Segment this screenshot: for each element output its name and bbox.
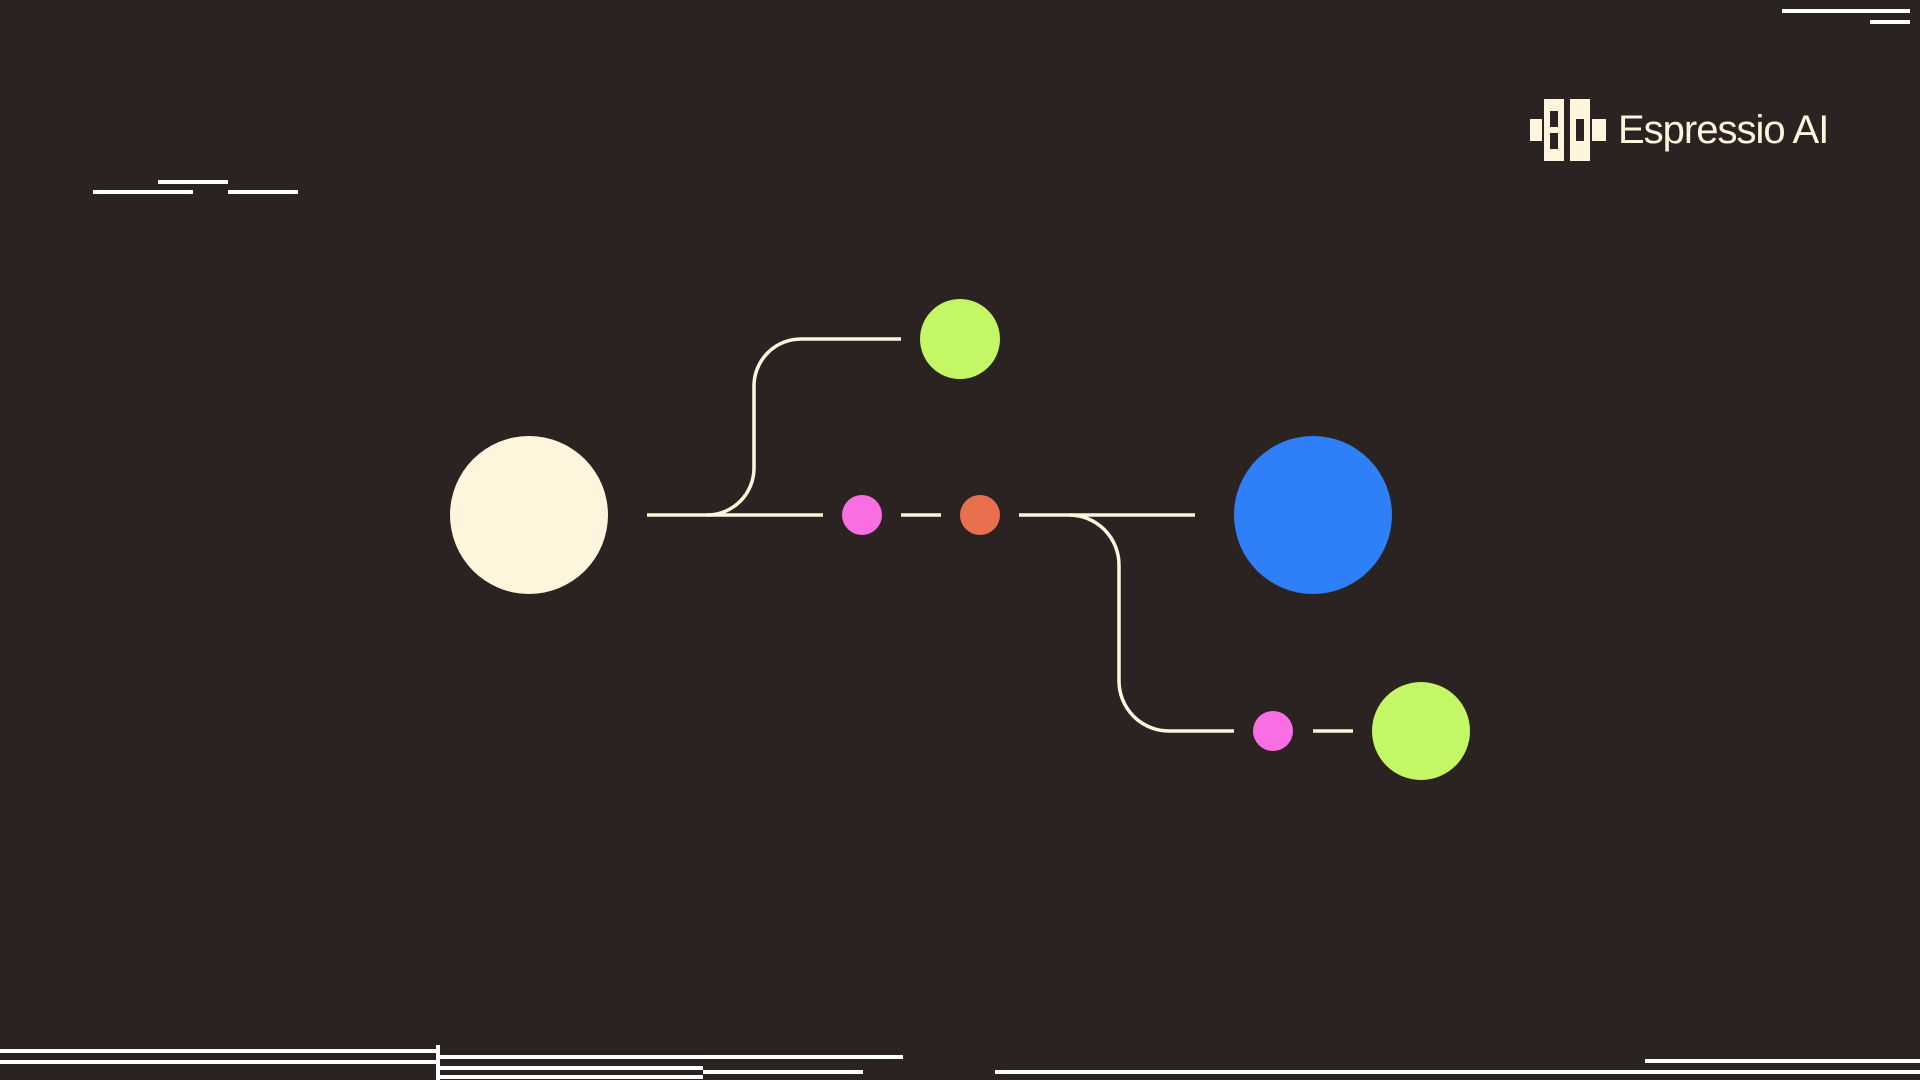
pink-dot-node — [842, 495, 882, 535]
pink-dot-node-lower — [1253, 711, 1293, 751]
edge-orange-to-branch-bottom — [1068, 513, 1234, 733]
branch-bottom-node — [1372, 682, 1470, 780]
source-node — [450, 436, 608, 594]
brand-name: Espressio AI — [1618, 108, 1829, 152]
edge-source-to-branch-top — [706, 337, 901, 517]
orange-dot-node — [960, 495, 1000, 535]
diagram-nodes — [450, 299, 1470, 780]
decorative-lines-top-right — [1782, 9, 1910, 24]
target-node — [1234, 436, 1392, 594]
decorative-lines-top-left — [93, 180, 298, 194]
brand-lockup: Espressio AI — [1530, 98, 1829, 162]
branch-top-node — [920, 299, 1000, 379]
pixel-grid-logo-icon — [1530, 99, 1606, 161]
decorative-lines-bottom — [0, 1045, 1920, 1080]
connector-lines — [647, 337, 1353, 733]
